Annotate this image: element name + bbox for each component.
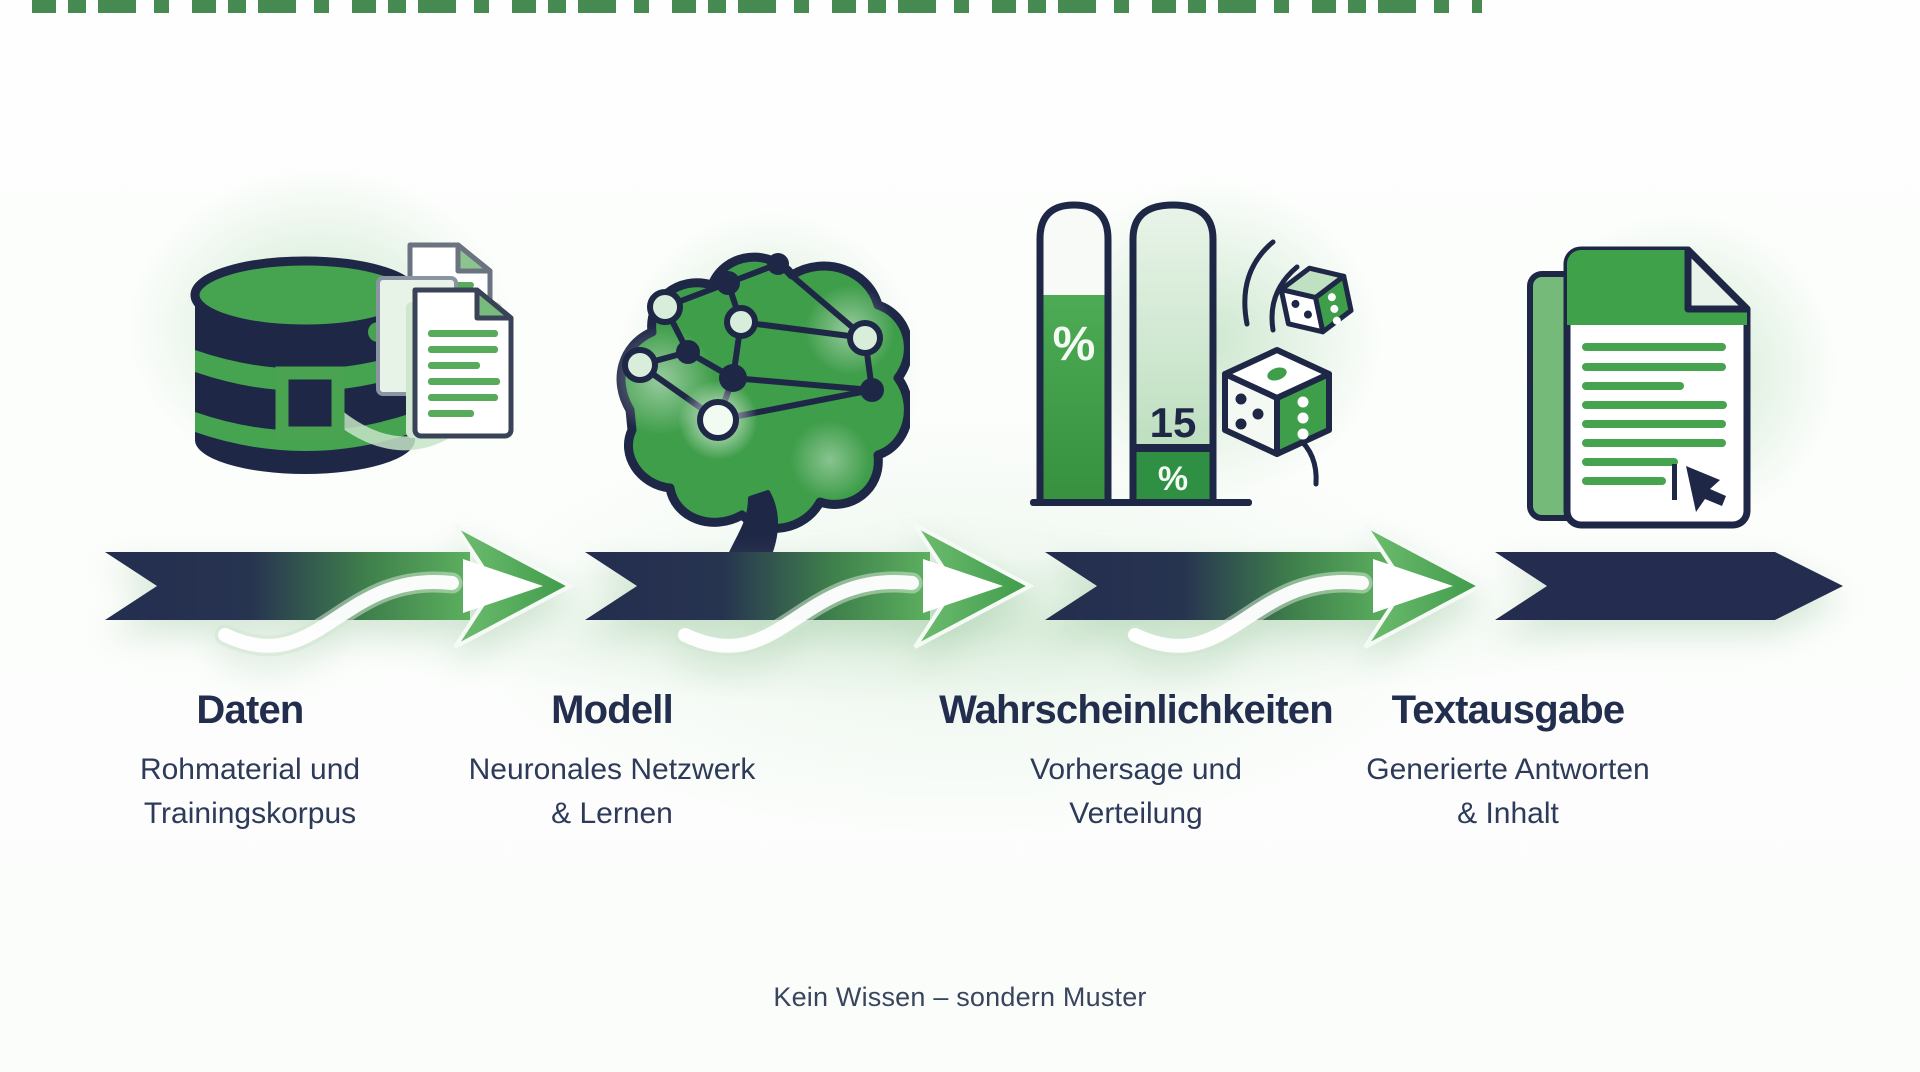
stage-subtitle-textausgabe: Generierte Antworten & Inhalt bbox=[1366, 753, 1650, 830]
stage-title-daten: Daten bbox=[196, 688, 304, 732]
process-flow-arrow-band bbox=[105, 523, 1843, 657]
bar2-filled-section bbox=[1136, 452, 1210, 500]
stage-subtitle-modell: Neuronales Netzwerk & Lernen bbox=[468, 753, 756, 830]
database-port-bracket bbox=[275, 366, 345, 440]
die-small bbox=[1278, 265, 1354, 335]
probability-bars-dice-icon: 15 % % bbox=[1030, 201, 1354, 506]
stage-wahrscheinlichkeiten: Wahrscheinlichkeiten Vorhersage und Vert… bbox=[856, 688, 1416, 835]
mouse-cursor-icon bbox=[1686, 466, 1726, 512]
stage-title-modell: Modell bbox=[551, 688, 674, 732]
stage-modell: Modell Neuronales Netzwerk & Lernen bbox=[332, 688, 892, 835]
bar1-filled-section bbox=[1043, 295, 1105, 500]
stage-textausgabe: Textausgabe Generierte Antworten & Inhal… bbox=[1228, 688, 1788, 835]
inner-arrow-2 bbox=[923, 559, 1003, 613]
stage-daten: Daten Rohmaterial und Trainingskorpus bbox=[0, 688, 530, 835]
stage-subtitle-wahrscheinlichkeiten: Vorhersage und Verteilung bbox=[1030, 753, 1242, 830]
text-caret bbox=[1672, 464, 1677, 500]
bar2-value-label: 15 bbox=[1150, 399, 1197, 446]
inner-arrow-1 bbox=[463, 559, 543, 613]
inner-arrow-3 bbox=[1373, 559, 1453, 613]
band-segment-3 bbox=[1045, 552, 1390, 620]
glowing-node bbox=[697, 399, 739, 441]
dog-ear-fold bbox=[1684, 246, 1751, 313]
bar2-percent-label: % bbox=[1158, 460, 1188, 498]
swoosh-curves bbox=[214, 571, 1373, 657]
cropped-top-text-artifact bbox=[32, 0, 1482, 13]
documents-stack bbox=[376, 242, 514, 439]
stage-title-textausgabe: Textausgabe bbox=[1391, 688, 1626, 732]
probability-bar-2 bbox=[1129, 201, 1217, 503]
stage-title-wahrscheinlichkeiten: Wahrscheinlichkeiten bbox=[939, 688, 1334, 732]
band-segment-2 bbox=[585, 552, 930, 620]
bars-baseline bbox=[1030, 499, 1252, 506]
generated-text-lines bbox=[1582, 343, 1727, 485]
network-nodes bbox=[622, 253, 884, 441]
brain-neural-network-icon bbox=[605, 252, 910, 566]
document-output-icon bbox=[1527, 246, 1751, 529]
footer-caption: Kein Wissen – sondern Muster bbox=[773, 982, 1147, 1012]
database-documents-icon bbox=[190, 242, 514, 474]
band-segment-4 bbox=[1495, 552, 1843, 620]
bar1-percent-label: % bbox=[1053, 318, 1096, 371]
stage-subtitle-daten: Rohmaterial und Trainingskorpus bbox=[139, 753, 361, 830]
die-large bbox=[1222, 347, 1332, 457]
